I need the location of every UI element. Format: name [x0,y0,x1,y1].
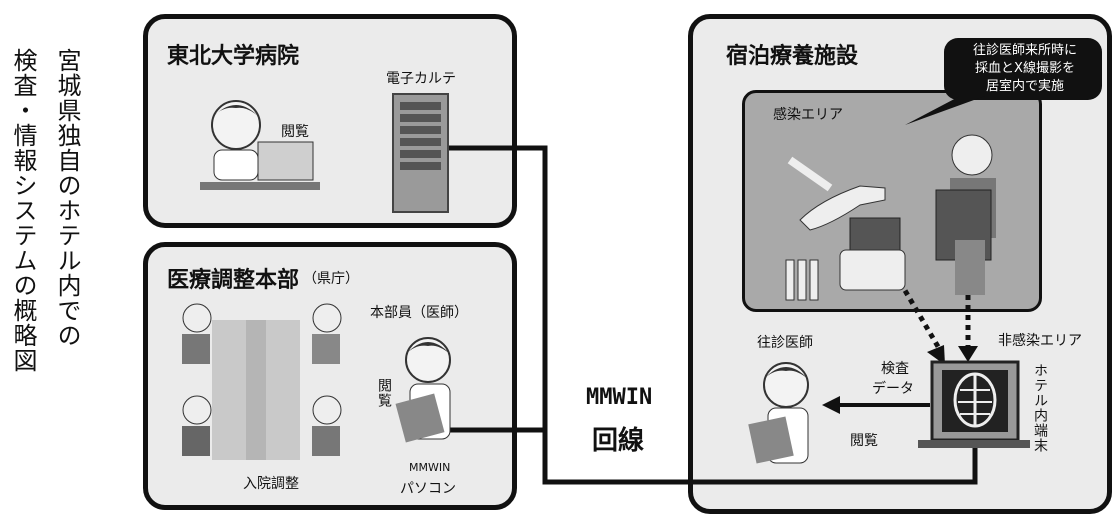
mmwin-line [448,145,978,485]
dotted-arrow-head-2 [958,346,978,362]
hotel-terminal-illustration [918,360,1030,448]
facility-title: 宿泊療養施設 [726,44,859,69]
bubble-line-2: 採血とX線撮影を [975,61,1075,76]
coordination-title: 医療調整本部 [167,268,300,293]
coordination-subtitle: （県庁） [303,271,359,287]
visiting-doctor-label: 往診医師 [757,335,813,351]
tohoku-title: 東北大学病院 [167,44,300,69]
facility-view-label: 閲覧 [850,433,878,449]
bubble-line-1: 往診医師来所時に [972,43,1077,58]
dotted-arrow-instrument [897,280,943,352]
admission-label: 入院調整 [243,476,299,492]
non-infection-area-label: 非感染エリア [998,333,1082,349]
emr-label: 電子カルテ [386,71,456,87]
meeting-illustration [182,303,342,460]
test-data-label-2: データ [872,381,914,397]
side-title-line2: 検査・情報システムの概略図 [9,48,37,373]
tohoku-doctor-illustration [200,100,320,190]
test-data-label-1: 検査 [881,361,909,377]
hq-view-label: 閲覧 [376,378,392,408]
mmwin-pc-label-2: パソコン [400,481,456,497]
mmwin-line-label-2: 回線 [592,426,645,456]
side-title-line1: 宮城県独自のホテル内での [53,48,81,348]
speech-bubble [905,38,1102,125]
coordination-panel [143,242,517,510]
speech-bubble-text: 往診医師来所時に 採血とX線撮影を 居室内で実施 [952,42,1098,96]
bubble-line-3: 居室内で実施 [985,79,1064,94]
infection-area-illustrations [785,134,996,301]
infection-area-label: 感染エリア [773,107,843,123]
tohoku-view-label: 閲覧 [281,124,309,140]
mmwin-pc-label-1: MMWIN [409,461,451,474]
visiting-doctor-illustration [748,362,809,464]
view-arrow-head [822,396,840,414]
hq-staff-label: 本部員（医師） [370,305,468,321]
hq-doctor-illustration [395,337,451,443]
mmwin-line-label-1: MMWIN [586,385,653,410]
tohoku-panel [143,14,517,228]
server-illustration [392,93,449,213]
hotel-terminal-label: ホテル内端末 [1032,363,1048,453]
dotted-arrow-head-1 [927,345,945,365]
